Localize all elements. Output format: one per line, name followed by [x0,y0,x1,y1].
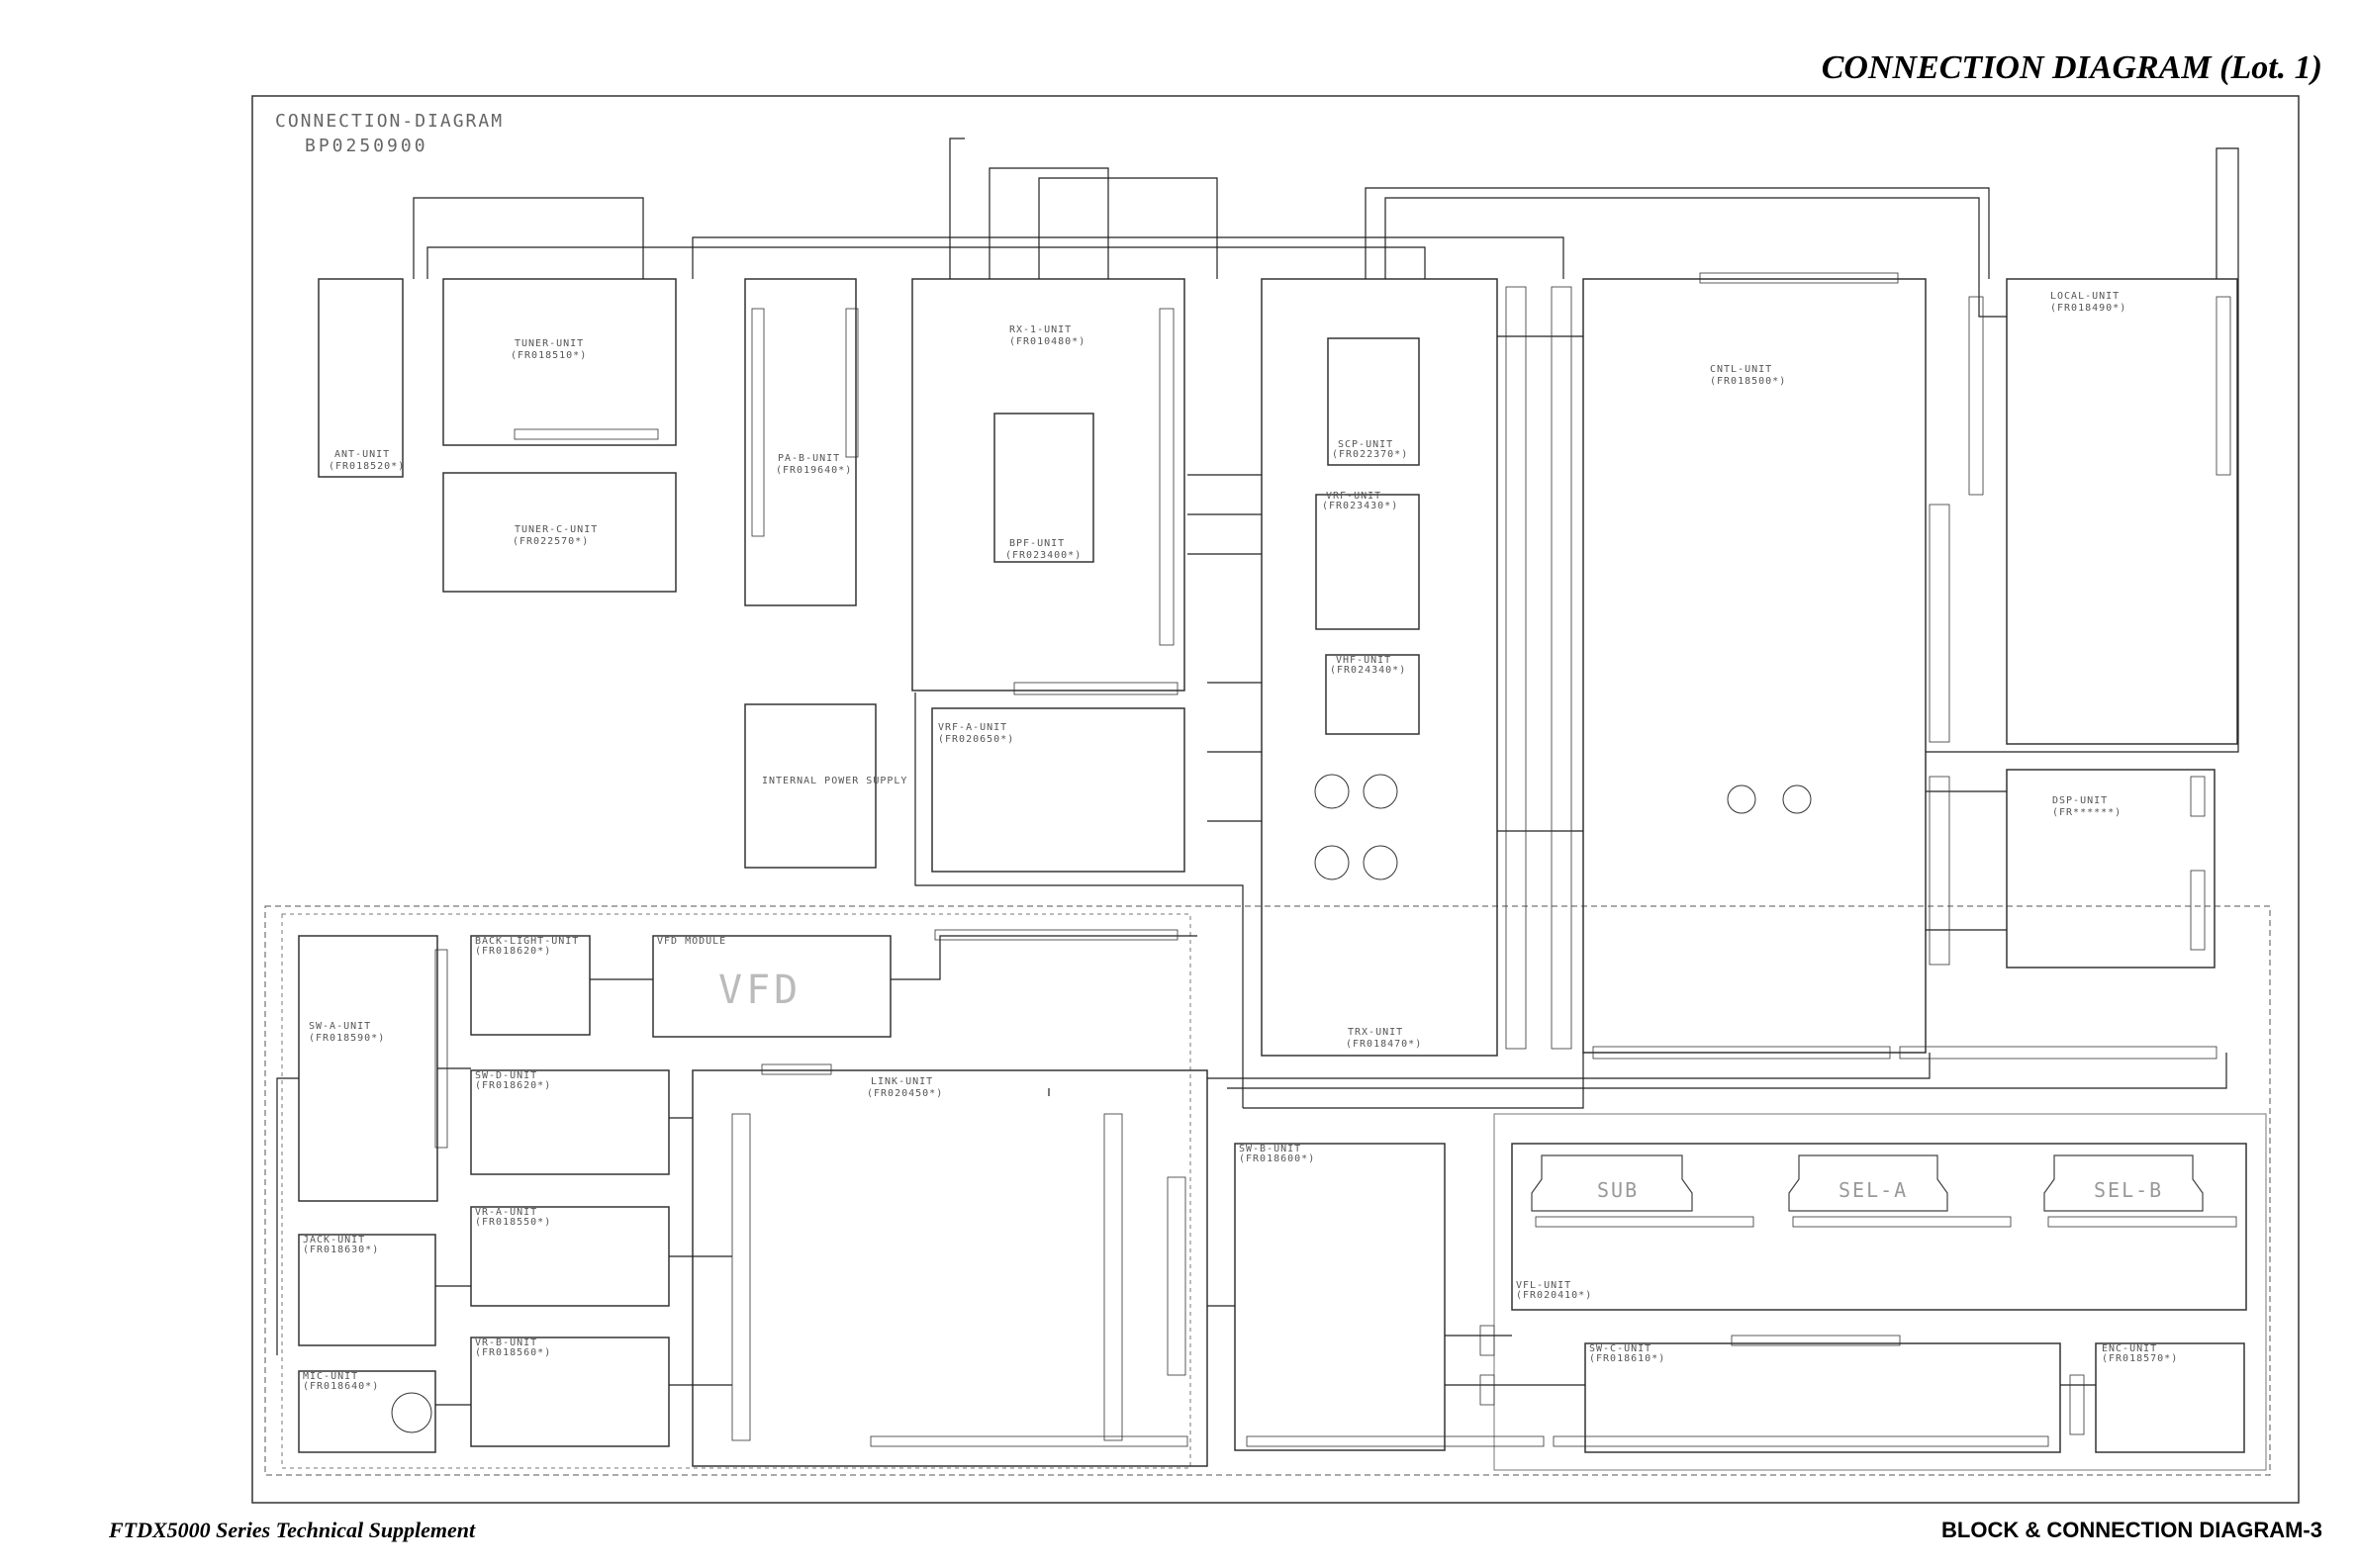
pa-b-unit-label: PA-B-UNIT [778,453,840,464]
pa-b-unit-box [744,278,857,606]
display-sub-label: SUB [1597,1178,1639,1202]
connectors [434,272,2237,1447]
vfl-unit-box [1511,1143,2247,1311]
sw-a-unit-label: SW-A-UNIT [309,1021,371,1032]
tuner-unit-label: TUNER-UNIT [515,338,584,349]
mic-unit-label: MIC-UNIT [303,1371,358,1382]
footer-right: BLOCK & CONNECTION DIAGRAM-3 [1941,1518,2322,1542]
local-unit-label: LOCAL-UNIT [2050,291,2120,302]
sw-a-unit-box [298,935,438,1202]
display-sel-b-label: SEL-B [2094,1178,2163,1202]
tuner-unit-box [442,278,677,446]
psu-label: INTERNAL POWER SUPPLY [762,776,907,786]
vhf-unit-part: (FR024340*) [1330,665,1406,676]
tuner-c-unit-part: (FR022570*) [513,536,589,547]
sw-d-unit-label: SW-D-UNIT [475,1070,537,1081]
left-lower-frame [281,913,1191,1469]
scp-unit-label: SCP-UNIT [1338,439,1393,450]
vfd-module-box [652,935,892,1038]
vrf-a-unit-part: (FR020650*) [938,734,1014,745]
bpf-unit-part: (FR023400*) [1005,550,1082,561]
rx1-unit-label: RX-1-UNIT [1009,324,1072,335]
backlight-unit-part: (FR018620*) [475,946,551,957]
backlight-unit-label: BACK-LIGHT-UNIT [475,936,579,947]
sw-c-unit-box [1584,1342,2061,1453]
footer-left: FTDX5000 Series Technical Supplement [109,1518,476,1542]
scp-unit-box [1327,337,1420,466]
vfd-module-label: VFD MODULE [657,936,726,947]
vrf-unit-box [1315,494,1420,630]
link-unit-part: (FR020450*) [867,1088,943,1099]
display-frame [1493,1113,2267,1471]
link-unit-box [692,1069,1208,1467]
vhf-unit-box [1325,654,1420,735]
rx1-unit-part: (FR010480*) [1009,336,1085,347]
jack-unit-box [298,1234,436,1346]
sw-b-unit-box [1234,1143,1446,1451]
dsp-unit-label: DSP-UNIT [2052,795,2108,806]
sockets [391,774,1812,1433]
lower-frame [264,905,2271,1476]
page-title: CONNECTION DIAGRAM (Lot. 1) [1821,49,2322,86]
vr-a-unit-label: VR-A-UNIT [475,1207,537,1218]
vrf-unit-part: (FR023430*) [1322,501,1398,511]
diagram-header-code: BP0250900 [305,136,428,156]
diagram-header-title: CONNECTION-DIAGRAM [275,111,504,132]
ant-unit-label: ANT-UNIT [334,449,390,460]
enc-unit-box [2095,1342,2245,1453]
vr-a-unit-part: (FR018550*) [475,1217,551,1228]
dsp-unit-box [2006,769,2216,968]
sw-d-unit-box [470,1069,670,1175]
sw-c-unit-part: (FR018610*) [1589,1353,1665,1364]
sw-a-unit-part: (FR018590*) [309,1033,385,1044]
cntl-unit-part: (FR018500*) [1710,376,1786,387]
ant-unit-box [318,278,404,478]
vrf-a-unit-box [931,707,1185,873]
trx-unit-label: TRX-UNIT [1348,1027,1403,1038]
bpf-unit-box [993,413,1094,563]
scp-unit-part: (FR022370*) [1332,449,1408,460]
pa-b-unit-part: (FR019640*) [776,465,852,476]
jack-unit-label: JACK-UNIT [303,1235,365,1245]
ant-unit-part: (FR018520*) [329,461,405,472]
tuner-unit-part: (FR018510*) [511,350,587,361]
vr-b-unit-box [470,1337,670,1447]
mic-unit-part: (FR018640*) [303,1381,379,1392]
display-sel-a-label: SEL-A [1839,1178,1908,1202]
sw-c-unit-label: SW-C-UNIT [1589,1343,1651,1354]
link-unit-label: LINK-UNIT [871,1076,933,1087]
display-outlines [1531,1154,2204,1212]
vrf-a-unit-label: VRF-A-UNIT [938,722,1007,733]
psu-box [744,703,877,869]
cntl-unit-box [1582,278,1927,1054]
sw-b-unit-label: SW-B-UNIT [1239,1144,1301,1154]
trx-unit-box [1261,278,1498,1057]
vr-b-unit-label: VR-B-UNIT [475,1337,537,1348]
tuner-c-unit-label: TUNER-C-UNIT [515,524,598,535]
backlight-unit-box [470,935,591,1036]
vr-b-unit-part: (FR018560*) [475,1347,551,1358]
tuner-c-unit-box [442,472,677,593]
vrf-unit-label: VRF-UNIT [1326,491,1381,502]
wiring [276,138,2239,1406]
enc-unit-label: ENC-UNIT [2102,1343,2157,1354]
cntl-unit-label: CNTL-UNIT [1710,364,1772,375]
bpf-unit-label: BPF-UNIT [1009,538,1065,549]
jack-unit-part: (FR018630*) [303,1245,379,1255]
local-unit-box [2006,278,2238,745]
mic-unit-box [298,1370,436,1453]
vhf-unit-label: VHF-UNIT [1336,655,1391,666]
vfl-unit-part: (FR020410*) [1516,1290,1592,1301]
trx-unit-part: (FR018470*) [1346,1039,1422,1050]
sw-b-unit-part: (FR018600*) [1239,1153,1315,1164]
local-unit-part: (FR018490*) [2050,303,2126,314]
dsp-unit-part: (FR******) [2052,807,2122,818]
sw-d-unit-part: (FR018620*) [475,1080,551,1091]
rx1-unit-box [911,278,1185,692]
vfl-unit-label: VFL-UNIT [1516,1280,1571,1291]
vfd-display-text: VFD [718,968,802,1013]
enc-unit-part: (FR018570*) [2102,1353,2178,1364]
outer-border [251,95,2300,1504]
